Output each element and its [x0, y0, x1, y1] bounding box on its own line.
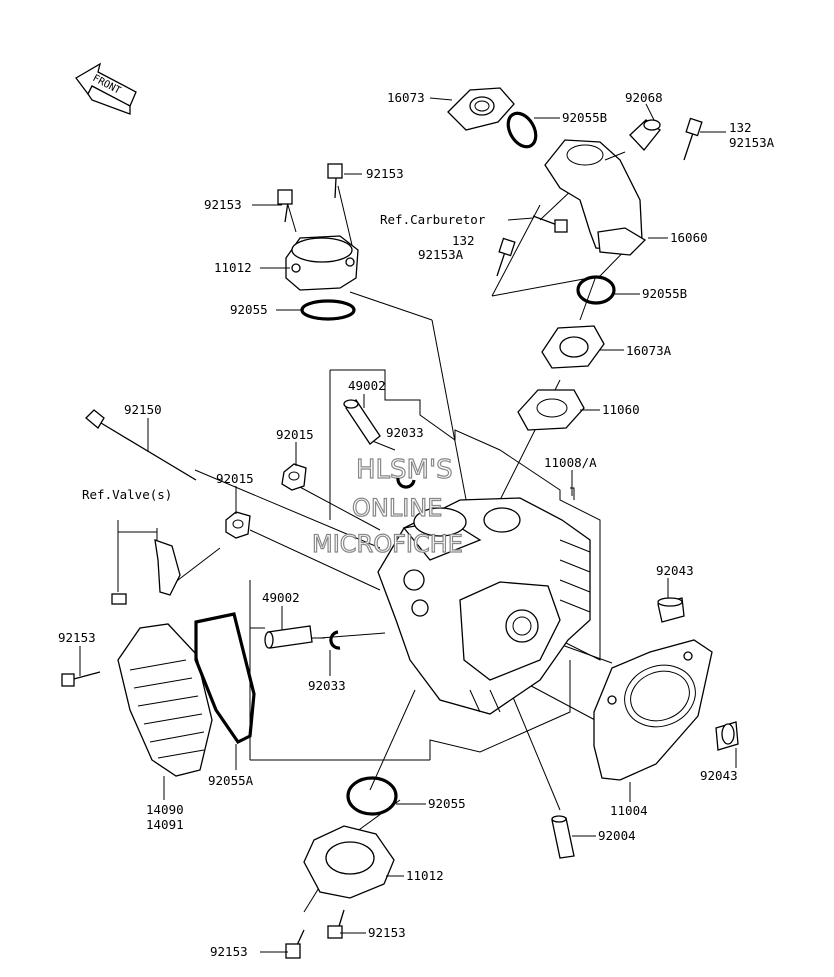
label-11012-bottom: 11012 [406, 868, 444, 883]
bolt-92153A-mid [496, 237, 516, 277]
label-92055B-top: 92055B [562, 110, 607, 125]
bolt-92153A-top [683, 117, 703, 161]
flange-16073 [447, 87, 515, 131]
o-ring-92055-bottom [346, 776, 398, 816]
label-92055-bottom: 92055 [428, 796, 466, 811]
o-ring-92055-top [300, 299, 356, 321]
gasket-11060 [517, 389, 585, 431]
o-ring-92055B-top [506, 111, 538, 149]
watermark-line-2: ONLINE [352, 494, 442, 522]
stud-bolt-92150 [85, 409, 197, 481]
label-92015-a: 92015 [276, 427, 314, 442]
bolt-92153-b [277, 189, 293, 223]
bolt-92153-br [327, 909, 345, 939]
bolt-92153-left [61, 671, 101, 687]
stud-92004 [551, 815, 575, 859]
intake-pipe-16060 [544, 139, 647, 256]
head-gasket-11004 [593, 639, 713, 781]
bolt-carburetor [532, 215, 568, 233]
label-16060: 16060 [670, 230, 708, 245]
label-49002-top: 49002 [348, 378, 386, 393]
label-92055A: 92055A [208, 773, 254, 788]
bolt-92153-a [327, 163, 343, 199]
label-92043-right: 92043 [700, 768, 738, 783]
valve-guide-49002-mid [264, 625, 313, 649]
dowel-92043-right [715, 721, 739, 751]
label-92153-a: 92153 [366, 166, 404, 181]
label-leaders [79, 97, 737, 953]
label-92055B-mid: 92055B [642, 286, 687, 301]
label-92004: 92004 [598, 828, 636, 843]
watermark: HLSM'S ONLINE MICROFICHE [311, 454, 463, 558]
label-92153-bl: 92153 [210, 944, 248, 959]
watermark-line-3: MICROFICHE [312, 530, 463, 558]
label-92015-b: 92015 [216, 471, 254, 486]
clip-92033-top [396, 477, 416, 489]
label-11004: 11004 [610, 803, 648, 818]
label-11008A: 11008/A [544, 455, 597, 470]
nut-92015-a [281, 463, 307, 491]
label-ref-valves: Ref.Valve(s) [82, 487, 172, 502]
dowel-92068 [629, 119, 661, 151]
flange-16073A [541, 325, 605, 369]
label-92150: 92150 [124, 402, 162, 417]
label-11012-top: 11012 [214, 260, 252, 275]
bolt-92153-bl [285, 929, 305, 959]
label-92153A-top: 92153A [729, 135, 775, 150]
cover-11012-top [285, 235, 359, 291]
label-14091: 14091 [146, 817, 184, 832]
watermark-line-1: HLSM'S [356, 455, 453, 485]
label-92043-top: 92043 [656, 563, 694, 578]
label-92055-top: 92055 [230, 302, 268, 317]
label-92033-top: 92033 [386, 425, 424, 440]
label-132-top: 132 [729, 120, 752, 135]
cylinder-head [377, 497, 591, 715]
o-ring-92055B-mid [576, 275, 616, 305]
label-49002-mid: 49002 [262, 590, 300, 605]
label-92068: 92068 [625, 90, 663, 105]
dowel-92043-top [657, 597, 685, 623]
gasket-92055A [194, 612, 256, 745]
label-92153A-mid: 92153A [418, 247, 464, 262]
label-16073A: 16073A [626, 343, 672, 358]
front-arrow-icon: FRONT [75, 62, 137, 115]
label-92153-left: 92153 [58, 630, 96, 645]
label-11060: 11060 [602, 402, 640, 417]
cover-11012-bottom [303, 825, 395, 899]
label-92033-mid: 92033 [308, 678, 346, 693]
label-16073: 16073 [387, 90, 425, 105]
label-92153-b: 92153 [204, 197, 242, 212]
nut-92015-b [225, 511, 251, 539]
ref-valve-bracket [111, 520, 181, 605]
label-132-mid: 132 [452, 233, 475, 248]
part-labels: 16073 92055B 92068 132 92153A 92153 9215… [58, 90, 775, 959]
label-ref-carburetor: Ref.Carburetor [380, 212, 486, 227]
clip-92033-mid [329, 630, 341, 650]
label-14090: 14090 [146, 802, 184, 817]
label-92153-br: 92153 [368, 925, 406, 940]
valve-guide-49002-top [343, 399, 381, 445]
head-cover-14090 [117, 623, 213, 777]
